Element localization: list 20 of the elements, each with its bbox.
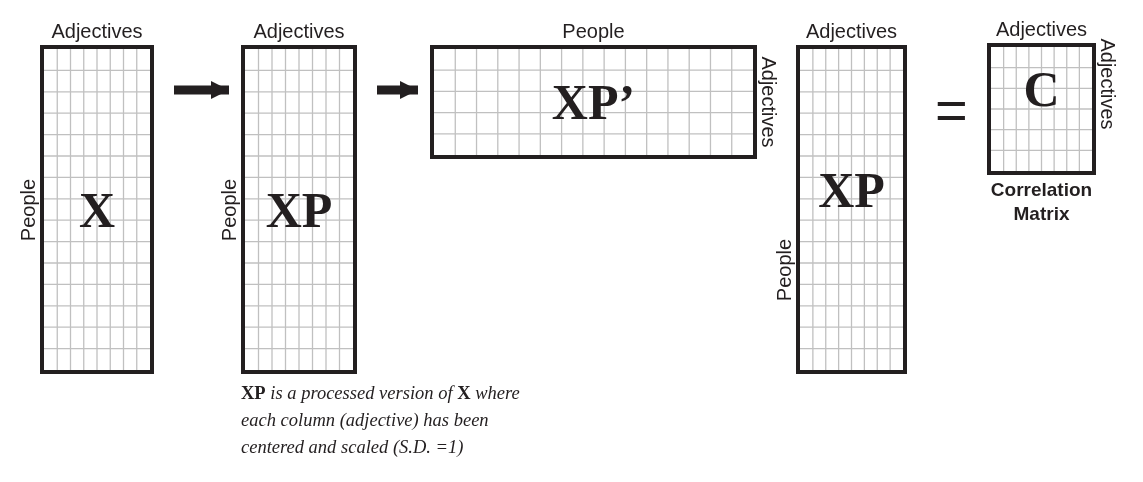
axis-label: People bbox=[562, 21, 625, 41]
matrix-symbol: X bbox=[78, 184, 116, 235]
axis-label: People bbox=[18, 178, 38, 241]
axis-label: People bbox=[219, 178, 239, 241]
matrix-symbol: XP bbox=[265, 184, 333, 235]
axis-label: Adjectives bbox=[995, 19, 1088, 39]
axis-label: Adjectives bbox=[253, 21, 345, 41]
axis-label: Adjectives bbox=[759, 56, 779, 148]
caption-note: XP is a processed version of X where each column (adjective) has been centered and scaled (S.D. =1) bbox=[241, 382, 521, 459]
axis-label: Adjectives bbox=[805, 21, 898, 41]
axis-label: Adjectives bbox=[51, 21, 143, 41]
axis-label: People bbox=[774, 238, 794, 301]
matrix-symbol: XP’ bbox=[551, 77, 636, 127]
equals-sign: = bbox=[935, 82, 968, 138]
arrow bbox=[377, 81, 418, 99]
arrow bbox=[174, 81, 229, 99]
matrix-symbol: C bbox=[1023, 64, 1060, 114]
axis-label: Adjectives bbox=[1098, 38, 1118, 130]
matrix-caption: Correlation Matrix bbox=[989, 178, 1094, 226]
matrix-symbol: XP bbox=[818, 164, 885, 215]
